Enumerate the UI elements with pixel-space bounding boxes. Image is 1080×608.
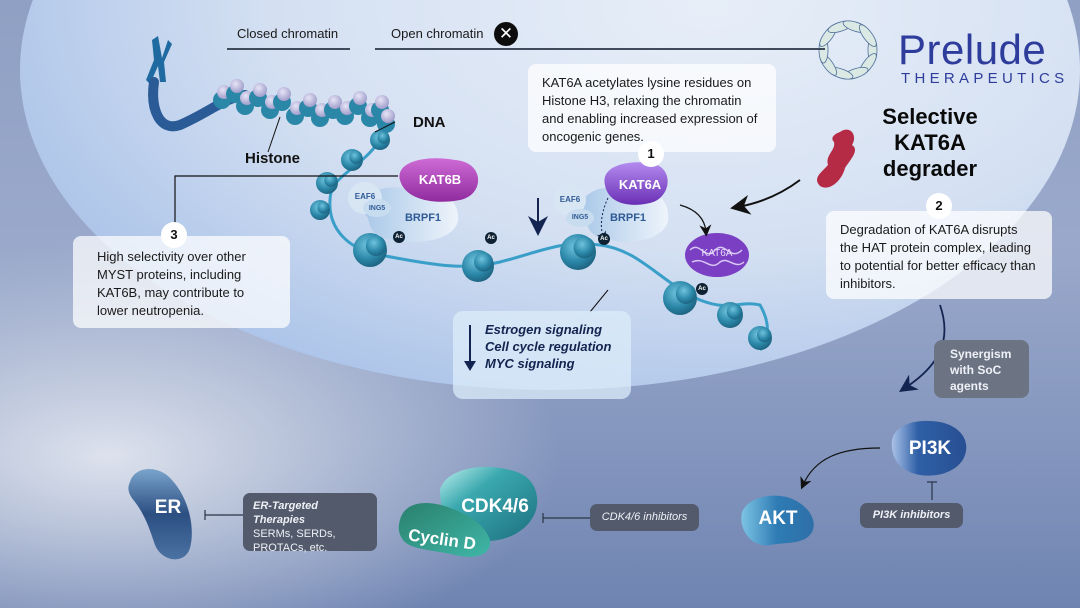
callout-2-number: 2: [926, 193, 952, 219]
degradation-arrow: [679, 204, 712, 237]
synergism-box: Synergism with SoC agents: [934, 340, 1029, 398]
acetyl-marker: Ac: [598, 233, 610, 245]
pi3k-protein-shape: [891, 420, 967, 476]
acetyl-marker: Ac: [485, 232, 497, 244]
ing5-label: ING5: [368, 205, 386, 212]
degrader-arrow: [730, 179, 801, 215]
callout-2-card: Degradation of KAT6A disrupts the HAT pr…: [826, 211, 1052, 299]
kat6a-label: KAT6A: [618, 177, 662, 192]
histone-bead: [230, 79, 244, 93]
degraded-kat6a: [685, 233, 749, 277]
pi3k-label: PI3K: [908, 438, 952, 459]
nucleosome-lobe: [365, 235, 387, 256]
cyclin-d-protein-shape: [398, 503, 491, 557]
nucleosome-lobe: [726, 303, 743, 320]
nucleosome-lobe: [377, 131, 390, 144]
histone-bead: [375, 95, 389, 109]
degrader-title-line: degrader: [882, 156, 978, 181]
closed-chromatin-underline: [227, 48, 350, 50]
histone-bead: [328, 95, 342, 109]
kat6b-label: KAT6B: [418, 172, 462, 187]
histone-bead: [353, 91, 367, 105]
close-icon[interactable]: ✕: [494, 22, 518, 46]
kat6b-complex: [348, 158, 479, 242]
nucleosome-lobe: [349, 150, 363, 164]
signaling-item: Estrogen signaling: [485, 322, 603, 337]
nucleosome-group: [310, 130, 772, 350]
downstream-signaling-box: Estrogen signaling Cell cycle regulation…: [453, 311, 631, 399]
er-therapy-detail: SERMs, SERDs, PROTACs, etc.: [253, 528, 336, 554]
open-chromatin-label: Open chromatin: [391, 26, 484, 41]
degrader-title-line: KAT6A: [894, 130, 966, 155]
callout-3-connector: [174, 175, 398, 230]
nucleosome-lobe: [324, 173, 338, 187]
callout-1-number: 1: [638, 141, 664, 167]
degrader-title: Selective KAT6A degrader: [860, 104, 1000, 182]
dna-label: DNA: [413, 114, 446, 131]
dna-pointer: [374, 121, 396, 133]
er-label: ER: [154, 497, 182, 518]
er-protein-shape: [128, 468, 192, 560]
nucleosome-lobe: [573, 236, 596, 259]
acetyl-marker: Ac: [393, 231, 405, 243]
callout-3-number: 3: [161, 222, 187, 248]
degrader-molecule-icon: [817, 129, 855, 188]
nucleosome-lobe: [317, 201, 330, 214]
closed-chromatin-label: Closed chromatin: [237, 26, 339, 41]
degraded-kat6a-label: KAT6A: [701, 248, 733, 259]
akt-protein-shape: [741, 495, 814, 546]
cdk46-label: CDK4/6: [461, 496, 529, 517]
signaling-item: MYC signaling: [485, 356, 575, 371]
dna-ring-icon: [818, 20, 878, 80]
pi3k-inhibitors-box: PI3K inhibitors: [860, 503, 963, 528]
histone-label: Histone: [245, 150, 301, 167]
kat6a-complex: [554, 162, 669, 242]
histone-pointer: [267, 116, 281, 153]
dna-strand: [328, 139, 769, 352]
degrader-title-line: Selective: [882, 104, 978, 129]
pi3k-to-akt-arrow: [800, 447, 881, 490]
brpf1-label-right: BRPF1: [609, 212, 647, 224]
histone-bead: [277, 87, 291, 101]
histone-bead: [381, 109, 395, 123]
logo-petal: [858, 24, 877, 47]
acetyl-marker: Ac: [696, 283, 708, 295]
signaling-pointer: [589, 289, 609, 313]
nucleosome-lobe: [757, 327, 772, 343]
nucleosome-lobe: [474, 252, 494, 272]
nucleosome-lobe: [675, 283, 697, 304]
ing5-label-right: ING5: [571, 214, 589, 221]
callout-3-card: High selectivity over other MYST protein…: [73, 236, 290, 328]
histone-bead: [253, 83, 267, 97]
cdk46-inhibitors-box: CDK4/6 inhibitors: [590, 504, 699, 531]
brpf1-label: BRPF1: [404, 212, 442, 224]
logo-subtitle: THERAPEUTICS: [901, 70, 1069, 87]
down-arrow-icon: [464, 325, 476, 371]
er-therapy-title: ER-Targeted Therapies: [253, 500, 318, 526]
eaf6-label: EAF6: [354, 192, 376, 201]
er-therapy-box: ER-Targeted Therapies SERMs, SERDs, PROT…: [243, 493, 377, 554]
signaling-item: Cell cycle regulation: [485, 339, 612, 354]
logo-wordmark: Prelude: [898, 26, 1047, 73]
eaf6-label-right: EAF6: [559, 195, 581, 204]
callout-1-card: KAT6A acetylates lysine residues on Hist…: [528, 64, 776, 152]
akt-label: AKT: [758, 508, 798, 529]
open-chromatin-underline: [375, 48, 825, 50]
closed-chromatin-fiber: [213, 79, 395, 133]
histone-bead: [303, 93, 317, 107]
